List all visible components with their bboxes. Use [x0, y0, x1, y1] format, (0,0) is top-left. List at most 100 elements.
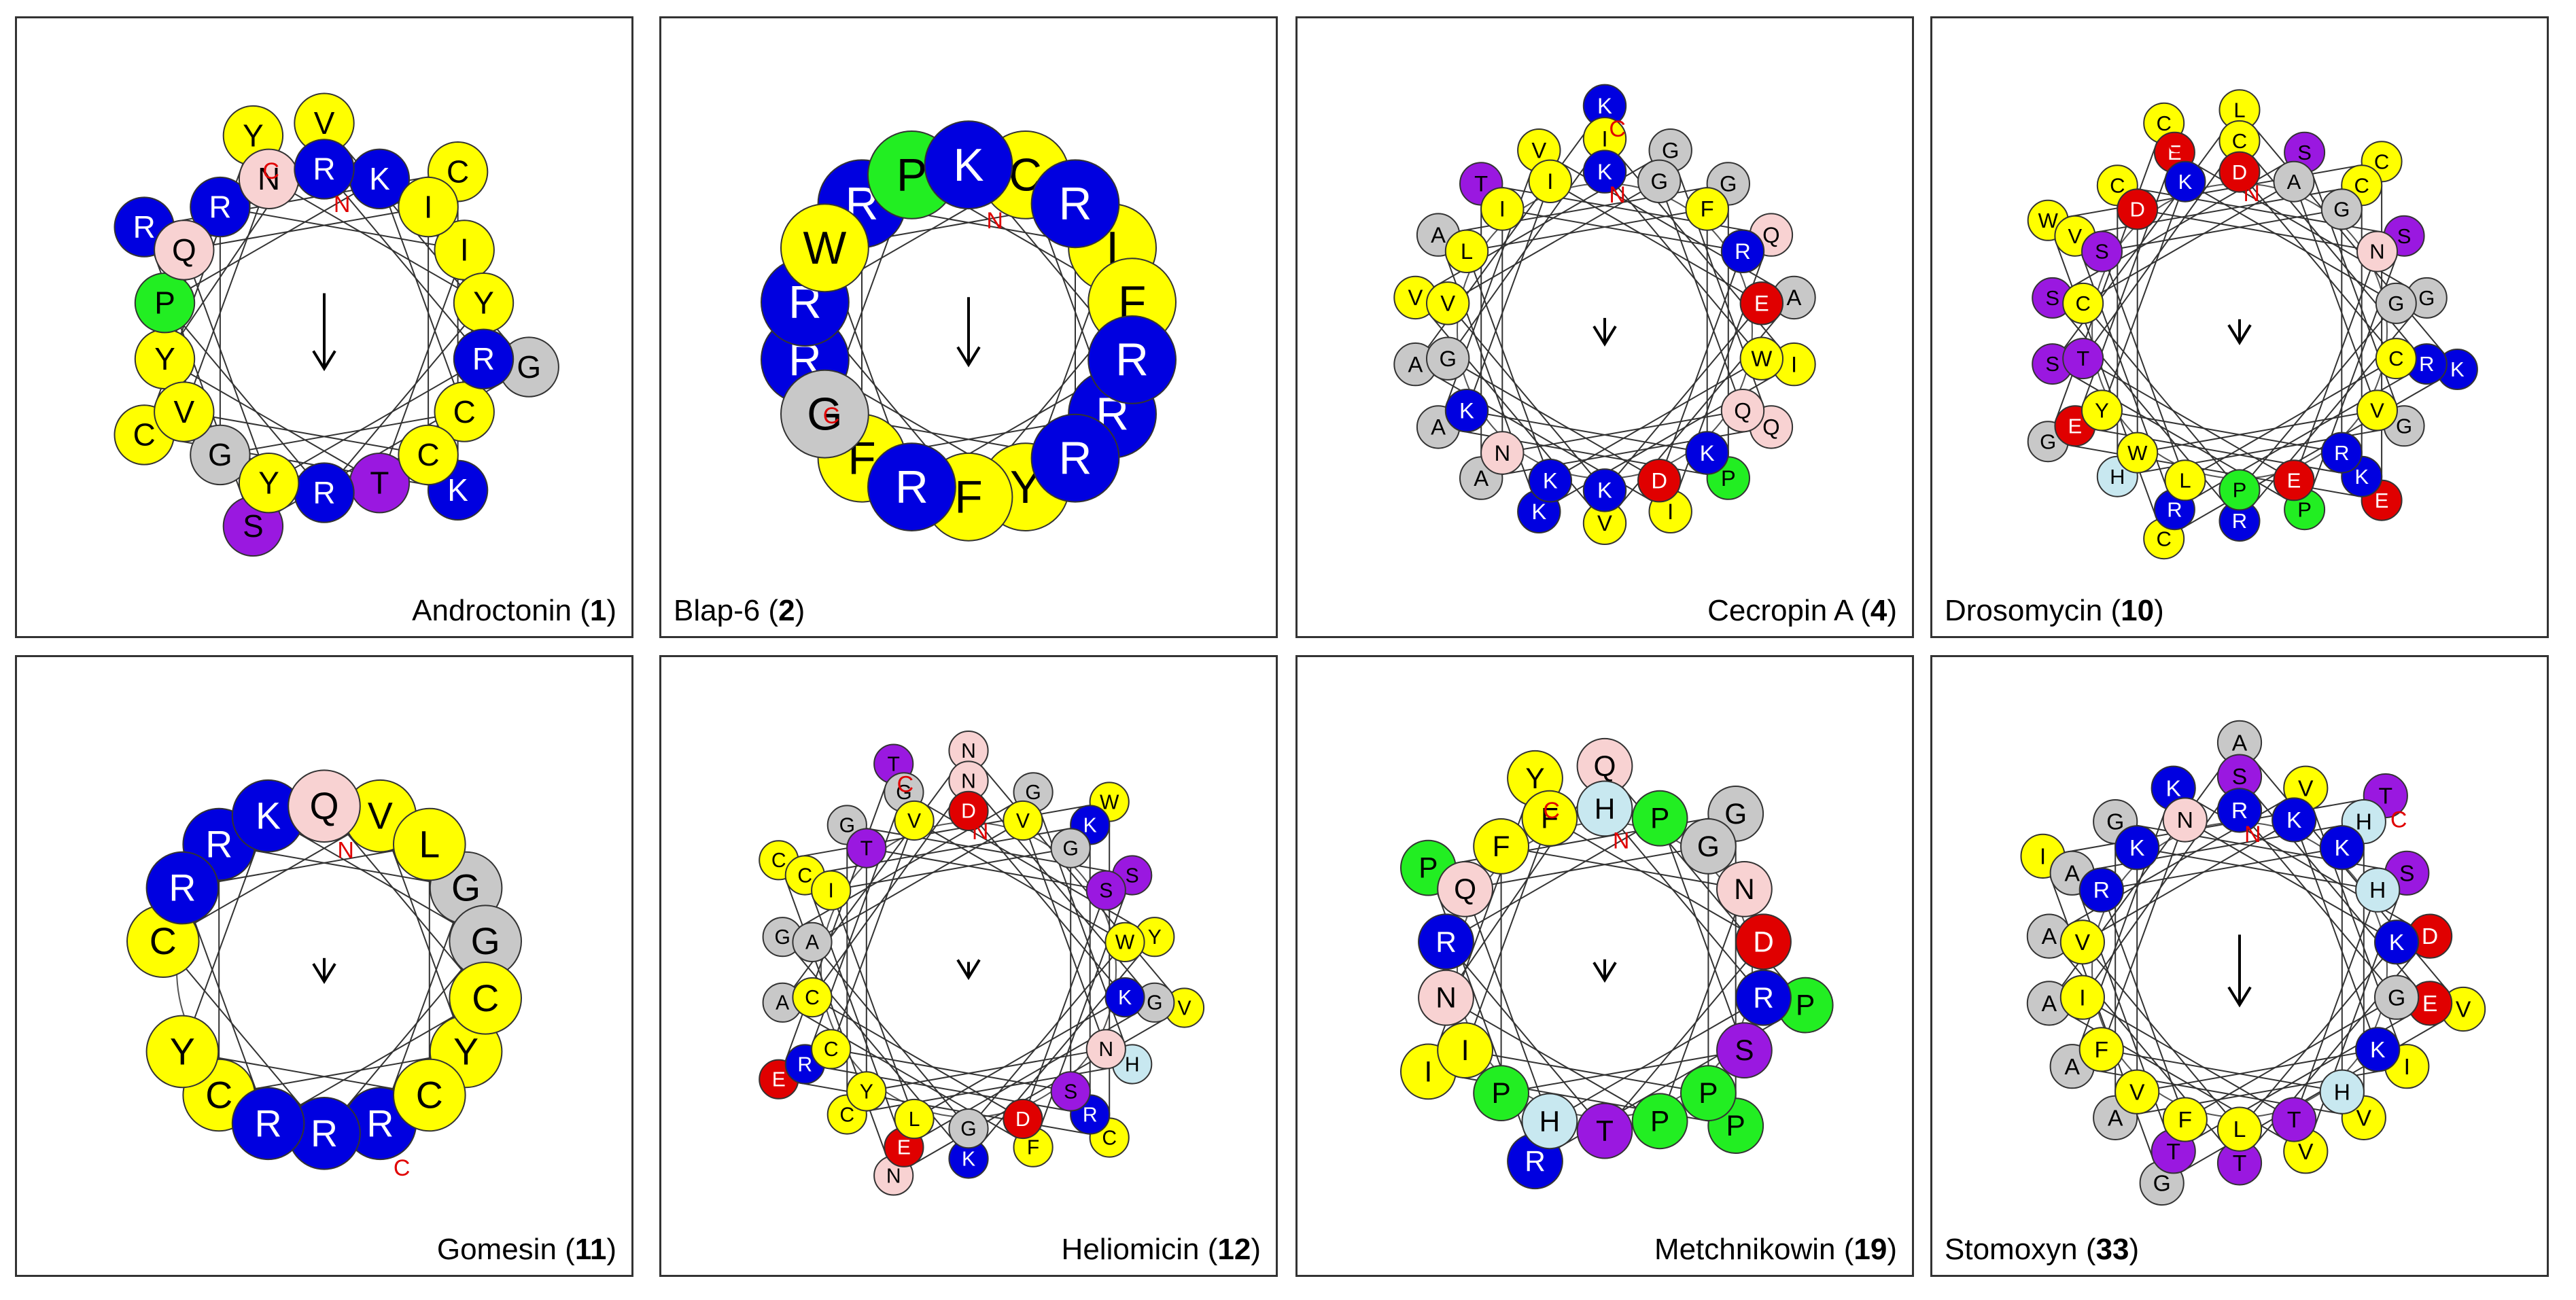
residue-letter: N — [1435, 982, 1457, 1014]
residue: R — [453, 328, 515, 389]
residue-letter: A — [1474, 465, 1489, 491]
peptide-name: Blap-6 — [674, 594, 761, 627]
helix-link — [903, 1002, 1155, 1148]
residue-circle — [1720, 229, 1765, 273]
residue: L — [1444, 229, 1489, 273]
moment-arrow-head — [2227, 324, 2252, 346]
residue-letter: T — [860, 837, 873, 860]
residue-circle — [2062, 338, 2104, 380]
residue: R — [2320, 432, 2363, 474]
terminus-label: C — [2168, 132, 2185, 158]
residue: C — [449, 962, 523, 1035]
peptide-number: 12 — [1217, 1233, 1251, 1266]
residue-letter: S — [2095, 240, 2109, 264]
helix-link — [782, 791, 1034, 938]
residue: L — [2164, 459, 2206, 502]
residue-letter: N — [2177, 807, 2193, 833]
helix-link — [2239, 742, 2464, 1010]
helix-link — [2074, 184, 2362, 237]
residue-letter: A — [1787, 285, 1802, 310]
helix-link — [1538, 364, 1795, 512]
helix-link — [2049, 1002, 2306, 1153]
residue-letter: V — [1408, 285, 1423, 310]
residue-letter: V — [1597, 510, 1612, 535]
residue-letter: G — [2388, 985, 2405, 1011]
residue: C — [2062, 282, 2104, 324]
residue: S — [1112, 855, 1153, 896]
residue: R — [294, 139, 355, 200]
peptide-number: 33 — [2095, 1233, 2129, 1266]
residue-letter: Q — [309, 785, 338, 827]
peptide-number: 2 — [778, 594, 795, 627]
residue-letter: G — [471, 920, 500, 962]
residue-letter: Y — [473, 285, 494, 320]
residue-letter: G — [1147, 992, 1162, 1015]
residue-circle — [2272, 797, 2317, 843]
residue-circle — [1680, 1065, 1737, 1121]
residue-letter: P — [1418, 852, 1438, 884]
residue: T — [2272, 1097, 2317, 1142]
helix-link — [2047, 122, 2165, 442]
residue: V — [2114, 1069, 2160, 1114]
residue-letter: R — [133, 209, 156, 245]
helix-link — [2074, 425, 2362, 478]
peptide-number: 1 — [589, 594, 607, 627]
residue-circle — [846, 828, 887, 868]
residue-circle — [398, 176, 459, 238]
residue-letter: R — [2167, 497, 2182, 521]
residue-letter: C — [824, 1038, 839, 1061]
residue-letter: Y — [453, 1030, 478, 1072]
residue-circle — [1685, 431, 1729, 475]
helix-link — [2052, 152, 2305, 299]
helix-link — [1438, 234, 1540, 512]
residue-letter: G — [1724, 798, 1747, 830]
residue-circle — [2164, 459, 2206, 502]
residue-circle — [231, 1087, 305, 1161]
residue-letter: G — [2333, 198, 2350, 222]
residue: G — [449, 904, 523, 979]
residue-letter: L — [1461, 239, 1473, 264]
residue-letter: H — [1125, 1053, 1140, 1076]
helix-link — [219, 843, 466, 889]
residue-circle — [2081, 389, 2123, 432]
residue-letter: E — [772, 1069, 786, 1091]
residue-letter: G — [1650, 169, 1668, 194]
helix-link — [219, 1051, 466, 1096]
residue-circle — [1085, 870, 1126, 911]
residue-letter: I — [2079, 985, 2085, 1011]
peptide-name: Cecropin A — [1707, 594, 1852, 627]
residue-letter: C — [416, 1074, 443, 1117]
residue: K — [1104, 977, 1145, 1018]
residue-letter: C — [1102, 1127, 1117, 1149]
helix-link — [1414, 364, 1671, 512]
residue-letter: C — [2388, 347, 2403, 370]
residue: P — [1680, 1065, 1737, 1121]
residue-circle — [1716, 1022, 1773, 1078]
helix-link — [1414, 150, 1671, 298]
residue-letter: R — [255, 1102, 282, 1144]
residue-letter: D — [1651, 468, 1667, 493]
residue: V — [1164, 987, 1205, 1028]
helix-link — [782, 936, 969, 1159]
helix-link — [1604, 808, 1764, 998]
residue: Q — [288, 769, 361, 843]
residue: K — [1528, 459, 1572, 503]
residue: K — [2374, 919, 2420, 965]
residue-circle — [1418, 969, 1474, 1026]
residue: G — [1680, 818, 1737, 875]
helix-link — [2051, 297, 2240, 522]
residue: C — [398, 424, 459, 486]
residue-letter: K — [2450, 357, 2465, 381]
residue: R — [1735, 969, 1792, 1026]
panel-caption: Blap-6 (2) — [674, 594, 805, 627]
residue: N — [1418, 969, 1474, 1026]
residue-letter: K — [1543, 468, 1558, 493]
residue-letter: C — [2157, 111, 2172, 135]
helix-link — [2042, 856, 2163, 1184]
residue-circle — [2374, 919, 2420, 965]
residue: G — [762, 917, 803, 958]
residue-letter: T — [370, 465, 389, 501]
residue-letter: Q — [1594, 750, 1616, 782]
residue-letter: C — [2354, 173, 2369, 197]
residue-circle — [2218, 151, 2261, 193]
